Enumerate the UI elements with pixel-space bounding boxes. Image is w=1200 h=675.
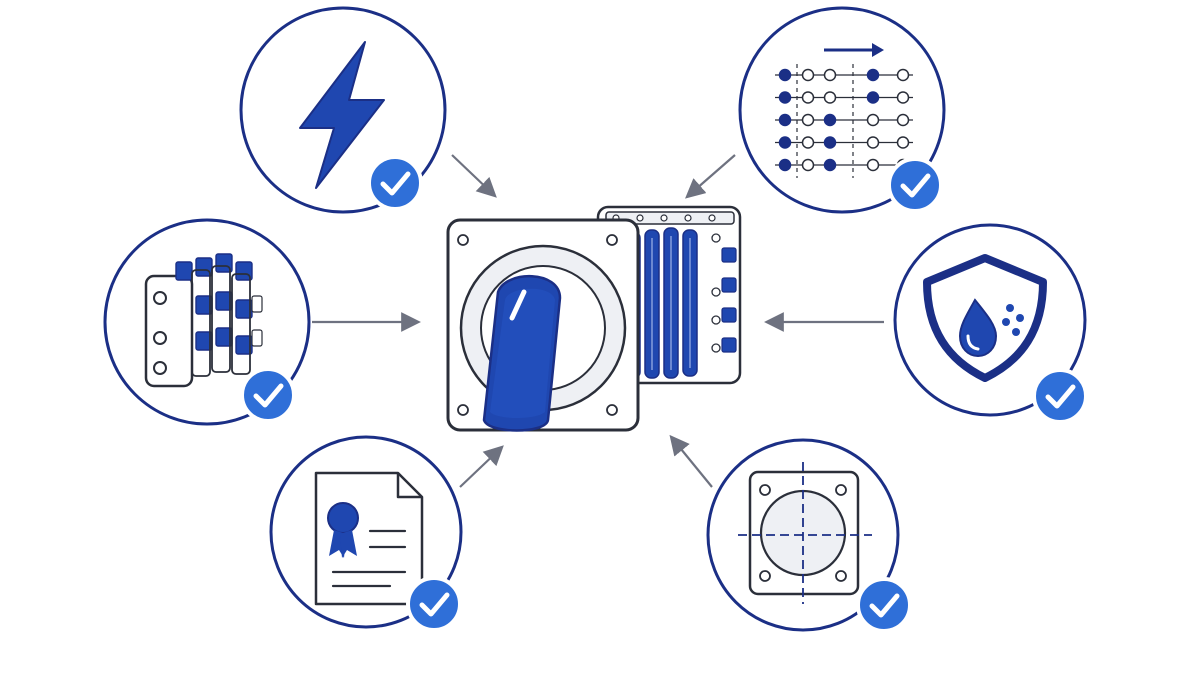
check-badge-icon [856, 577, 912, 633]
matrix-dot-closed [778, 91, 792, 104]
arrow-mounting [669, 434, 713, 488]
arrow-certification [459, 445, 504, 488]
matrix-dot-closed [823, 158, 837, 172]
matrix-dot-open [823, 68, 837, 82]
arrow-electrical [451, 154, 497, 198]
lightning-bolt-icon [299, 41, 385, 189]
rotary-cam-switch [446, 205, 742, 432]
matrix-dot-open [801, 158, 815, 172]
matrix-dot-closed [823, 113, 837, 127]
feature-mounting-cutout [706, 438, 900, 632]
matrix-dot-open [866, 113, 880, 127]
matrix-dot-open [801, 136, 815, 149]
feature-ingress-protection [893, 223, 1087, 417]
feature-certification [269, 435, 463, 629]
feature-switching-program [738, 6, 946, 214]
certificate-document-icon [314, 471, 424, 606]
shield-water-drop-icon [923, 254, 1047, 382]
contact-dot-matrix-icon [775, 43, 913, 178]
matrix-dot-open [866, 136, 880, 149]
matrix-dot-closed [778, 68, 792, 82]
matrix-dot-open [896, 68, 910, 82]
check-badge-icon [887, 157, 943, 213]
matrix-dot-open [896, 136, 910, 149]
matrix-dot-closed [778, 113, 792, 127]
matrix-dot-open [896, 91, 910, 104]
matrix-dot-open [801, 68, 815, 82]
check-badge-icon [240, 367, 296, 423]
matrix-dot-open [866, 158, 880, 172]
connector-arrows [312, 154, 884, 488]
arrow-switching [685, 154, 736, 199]
check-badges [240, 155, 1088, 633]
check-badge-icon [1032, 368, 1088, 424]
matrix-dot-open [801, 113, 815, 127]
matrix-dot-closed [823, 136, 837, 149]
rotary-handle [482, 274, 562, 432]
check-badge-icon [367, 155, 423, 211]
check-badge-icon [406, 576, 462, 632]
matrix-dot-open [896, 113, 910, 127]
matrix-dot-open [823, 91, 837, 104]
matrix-dot-closed [866, 91, 880, 104]
matrix-dot-closed [866, 68, 880, 82]
mounting-plate-icon [738, 462, 872, 604]
matrix-dot-open [801, 91, 815, 104]
matrix-dot-closed [778, 158, 792, 172]
matrix-dot-closed [778, 136, 792, 149]
contact-block-stack-icon [144, 253, 263, 388]
